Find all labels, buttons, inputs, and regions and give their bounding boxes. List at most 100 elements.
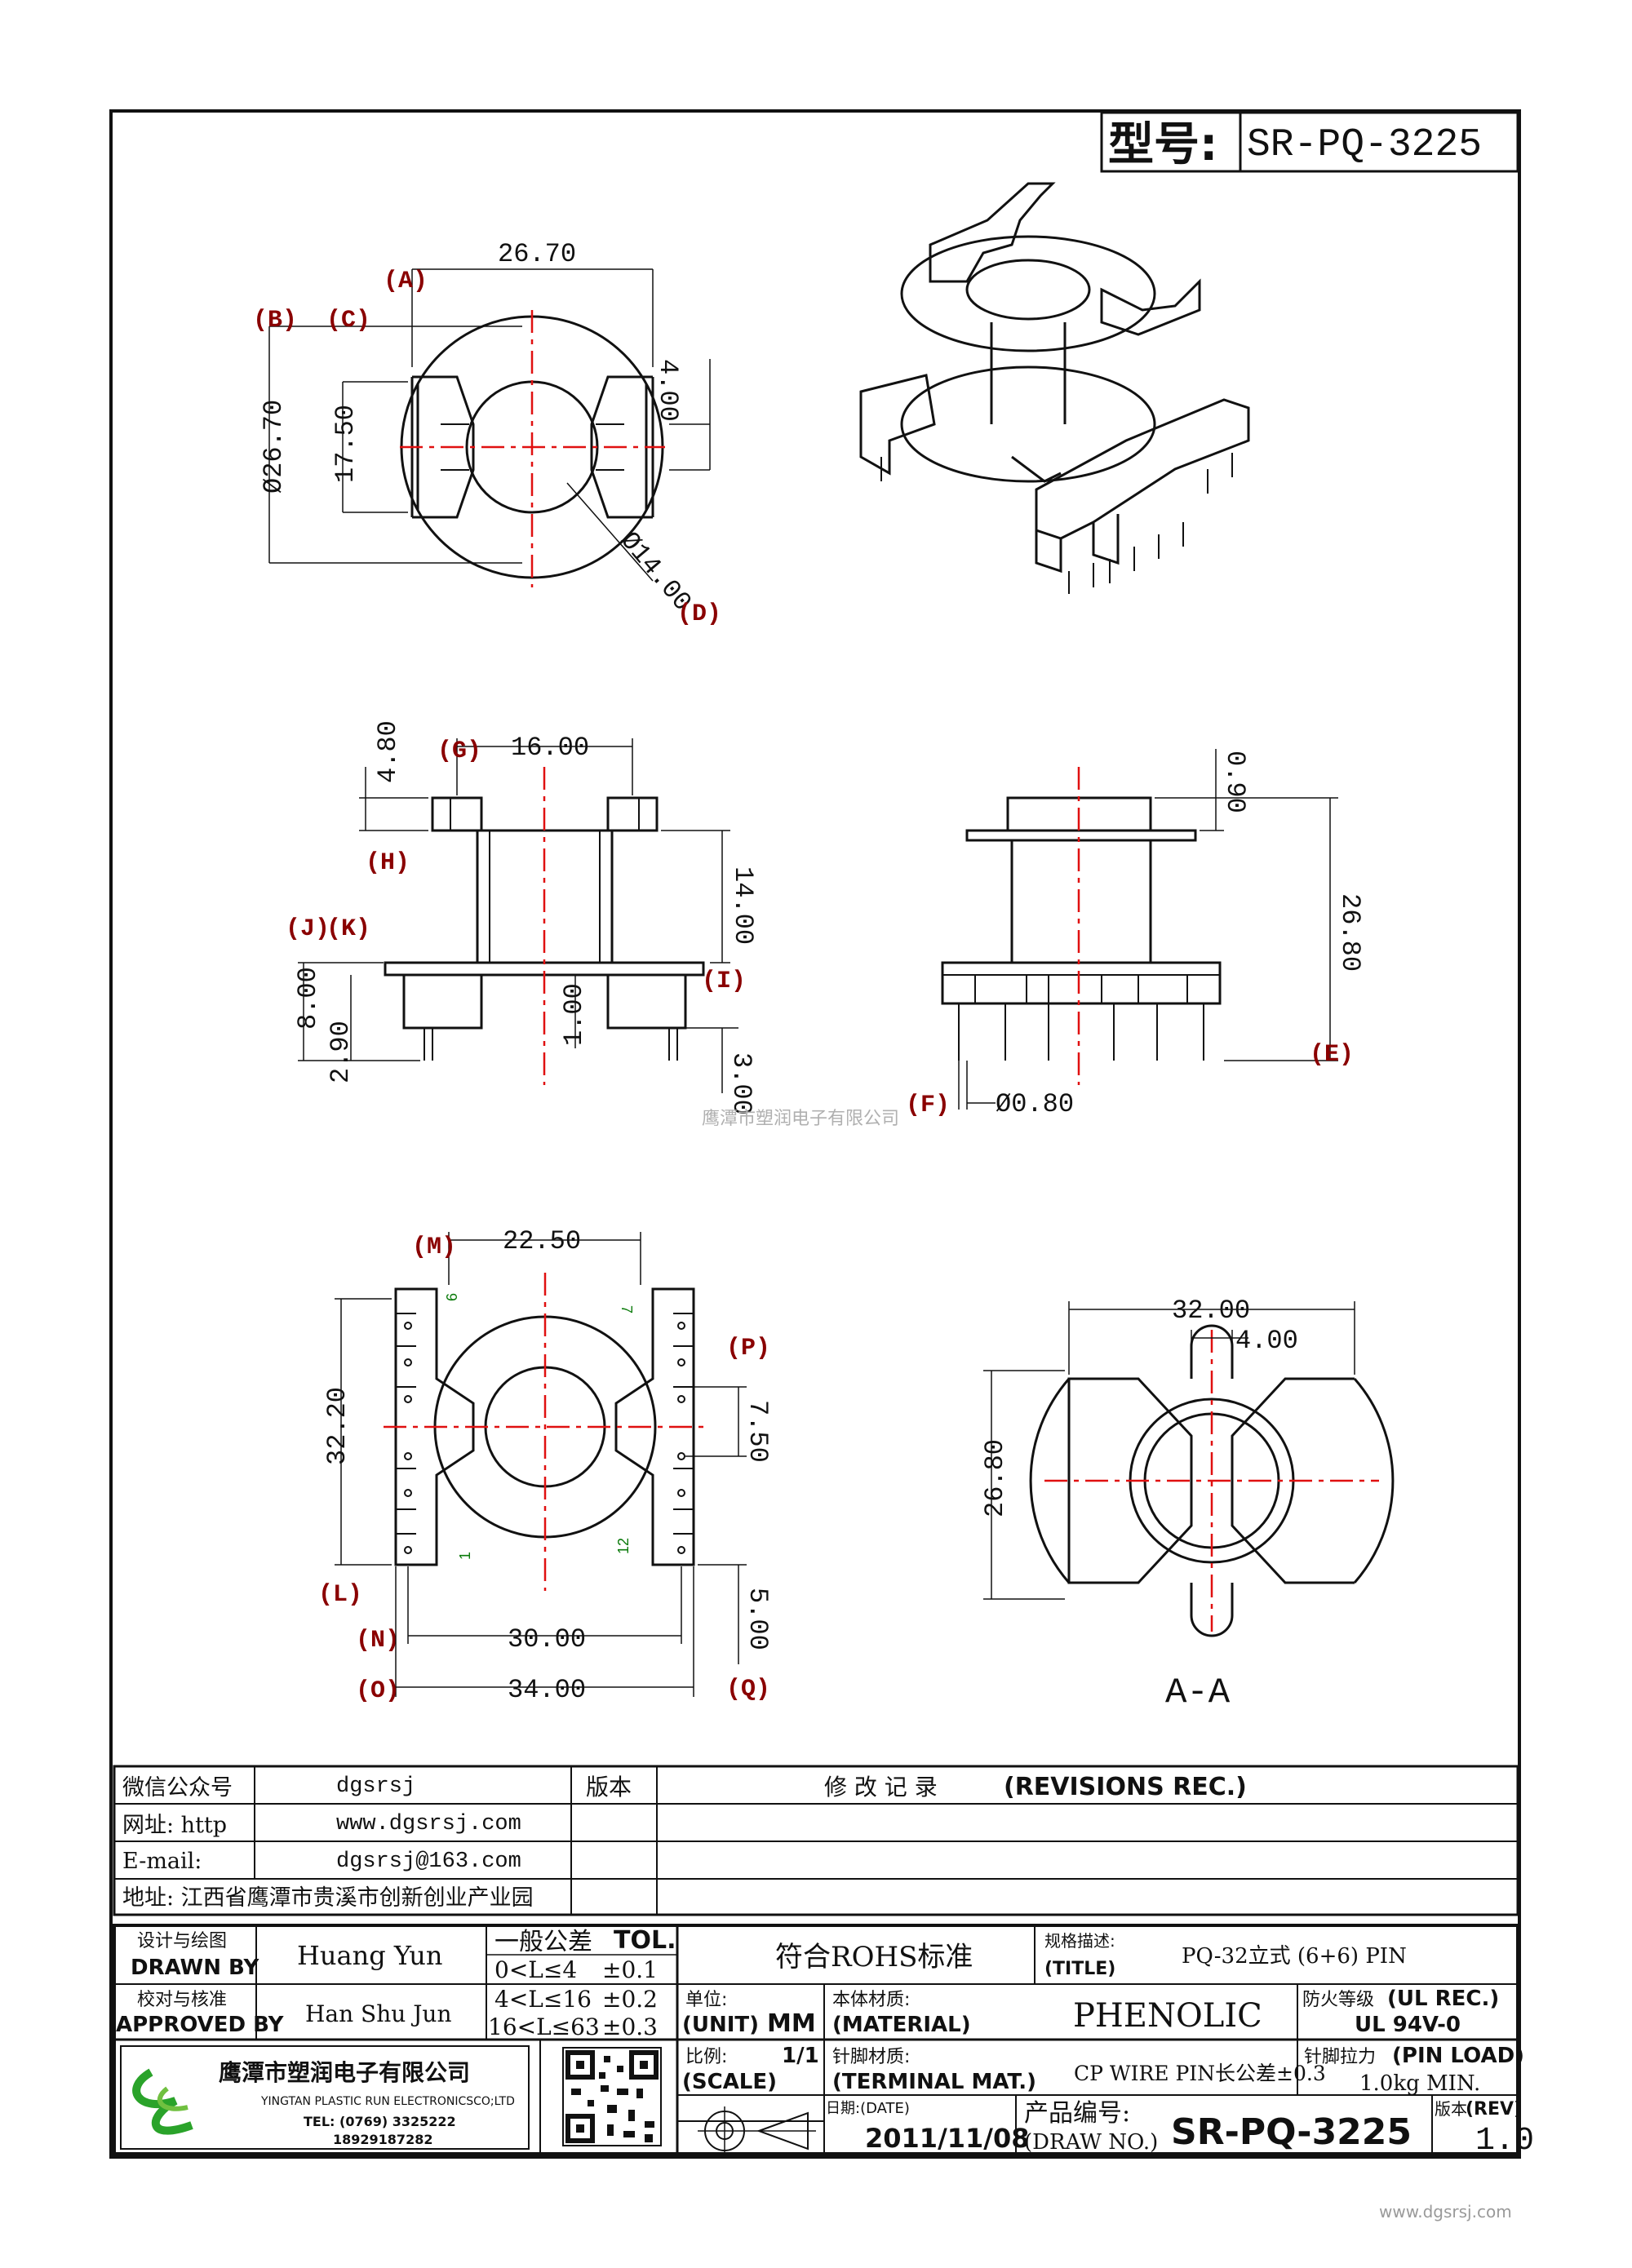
tol-cn: 一般公差 — [494, 1928, 592, 1956]
drawn-by-cn: 设计与绘图 — [137, 1931, 227, 1951]
label-d: (D) — [677, 600, 721, 628]
sheet-border — [109, 109, 1521, 2159]
dim-bottom-top-width: 22.50 — [503, 1226, 581, 1256]
company-tel: TEL: (0769) 3325222 — [304, 2114, 456, 2129]
title-value: PQ-32立式 (6+6) PIN — [1182, 1944, 1407, 1969]
title-en: (TITLE) — [1044, 1959, 1115, 1979]
model-label: 型号: — [1108, 118, 1217, 171]
terminal-cn: 针脚材质: — [832, 2047, 910, 2067]
watermark: 鹰潭市塑润电子有限公司 — [702, 1109, 899, 1129]
bottom-view: 6 7 1 12 22.50 (M) 32.20 (L) 7.50 (P) 30… — [318, 1226, 773, 1705]
company-logo: 鹰潭市塑润电子有限公司 YINGTAN PLASTIC RUN ELECTRON… — [120, 2045, 530, 2150]
company-name-en: YINGTAN PLASTIC RUN ELECTRONICSCO;LTD — [260, 2095, 515, 2108]
pin-label-1: 1 — [457, 1552, 473, 1560]
drawno-cn: 产品编号: — [1024, 2099, 1130, 2128]
material-en: (MATERIAL) — [832, 2013, 971, 2037]
contact-value-email[interactable]: dgsrsj@163.com — [336, 1849, 521, 1874]
label-a: (A) — [384, 268, 428, 295]
contact-value-web[interactable]: www.dgsrsj.com — [336, 1812, 521, 1836]
material-cn: 本体材质: — [832, 1990, 910, 2010]
tol-range-3: 16<L≤63 — [488, 2013, 600, 2040]
dim-edge: 5.00 — [743, 1588, 773, 1650]
label-h: (H) — [366, 849, 410, 877]
date-value: 2011/11/08 — [865, 2123, 1030, 2154]
tol-value-1: ±0.1 — [602, 1956, 658, 1983]
drawno-value: SR-PQ-3225 — [1171, 2111, 1412, 2153]
model-number: SR-PQ-3225 — [1247, 123, 1482, 167]
rev-cn: 版本 — [1435, 2099, 1467, 2119]
unit-en: (UNIT) — [682, 2013, 759, 2037]
dim-body-height: 14.00 — [728, 866, 758, 945]
company-phone: 18929187282 — [333, 2132, 432, 2147]
rev-value: 1.0 — [1475, 2123, 1534, 2159]
approved-en: APPROVED BY — [116, 2013, 285, 2037]
unit-cn: 单位: — [685, 1990, 727, 2010]
tol-value-2: ±0.2 — [602, 1986, 658, 2013]
pin-load-value: 1.0kg MIN. — [1359, 2071, 1480, 2096]
approved-cn: 校对与核准 — [137, 1990, 227, 2010]
dim-pin-length: 8.00 — [293, 967, 323, 1030]
ul-en: (UL REC.) — [1387, 1987, 1499, 2011]
label-c: (C) — [326, 307, 370, 334]
scale-value: 1/1 — [782, 2044, 819, 2068]
model-box: 型号: SR-PQ-3225 — [1100, 111, 1519, 173]
dim-pin-span: 30.00 — [508, 1624, 586, 1654]
dim-top-gap: 0.90 — [1220, 751, 1250, 813]
revisions-header-en: (REVISIONS REC.) — [1004, 1773, 1247, 1801]
date-cn: 日期:(DATE) — [826, 2100, 910, 2117]
footer-url: www.dgsrsj.com — [1379, 2202, 1512, 2221]
dim-pin-short: 2.90 — [326, 1021, 356, 1083]
section-view: 32.00 4.00 26.80 A-A — [980, 1296, 1395, 1713]
dim-pin-dia: Ø0.80 — [996, 1089, 1074, 1119]
tol-range-2: 4<L≤16 — [494, 1986, 592, 2013]
label-o: (O) — [356, 1677, 400, 1705]
qr-code-icon — [562, 2047, 662, 2146]
contact-address: 地址: 江西省鹰潭市贵溪市创新创业产业园 — [122, 1885, 534, 1911]
dim-outer-dia: Ø26.70 — [259, 400, 289, 494]
front-view: 16.00 (G) 4.80 (H) 14.00 (I) 8.00 (J) (K… — [286, 720, 758, 1115]
scale-en: (SCALE) — [682, 2070, 777, 2094]
ul-cn: 防火等级 — [1302, 1990, 1374, 2010]
rev-en: (REV) — [1466, 2099, 1522, 2120]
contact-label-web: 网址: http — [122, 1813, 227, 1838]
dim-pin-tail: 3.00 — [726, 1052, 756, 1115]
contact-table: 微信公众号 dgsrsj 网址: http www.dgsrsj.com E-m… — [113, 1765, 1519, 1916]
terminal-en: (TERMINAL MAT.) — [832, 2070, 1036, 2094]
version-header: 版本 — [586, 1774, 632, 1801]
dim-flange-height: 4.80 — [373, 720, 403, 783]
dim-total-height: 26.80 — [1335, 893, 1365, 972]
unit-value: MM — [767, 2009, 816, 2038]
pin-label-6: 6 — [444, 1293, 460, 1301]
label-k: (K) — [326, 915, 370, 943]
pin-label-12: 12 — [615, 1538, 632, 1554]
rohs-note: 符合ROHS标准 — [775, 1941, 973, 1973]
dim-top-width: 26.70 — [498, 239, 576, 269]
revisions-header: 修 改 记 录 — [824, 1774, 938, 1801]
dim-section-width: 32.00 — [1172, 1296, 1250, 1326]
dim-flange-width: 16.00 — [511, 733, 589, 763]
contact-value-wechat: dgsrsj — [336, 1774, 415, 1799]
scale-cn: 比例: — [685, 2047, 727, 2067]
label-e: (E) — [1310, 1041, 1354, 1069]
material-value: PHENOLIC — [1073, 1997, 1262, 2035]
dim-slot: 4.00 — [653, 359, 683, 422]
label-l: (L) — [318, 1581, 362, 1609]
label-j: (J) — [286, 915, 330, 943]
label-q: (Q) — [726, 1676, 770, 1703]
top-view: 26.70 (A) Ø26.70 (B) 17.50 (C) 4.00 Ø14.… — [253, 239, 721, 628]
dim-bottom-height: 32.20 — [322, 1387, 353, 1465]
approved-name: Han Shu Jun — [305, 2000, 451, 2027]
dim-section-slot: 4.00 — [1235, 1326, 1298, 1356]
drawn-by-en: DRAWN BY — [131, 1956, 259, 1980]
dim-total-width: 34.00 — [508, 1675, 586, 1705]
terminal-value: CP WIRE PIN长公差±0.3 — [1074, 2062, 1326, 2085]
label-b: (B) — [253, 307, 297, 334]
title-cn: 规格描述: — [1044, 1931, 1115, 1951]
section-title: A-A — [1165, 1672, 1231, 1713]
tol-en: TOL. — [614, 1926, 676, 1955]
tol-value-3: ±0.3 — [602, 2013, 658, 2040]
label-p: (P) — [726, 1335, 770, 1362]
label-m: (M) — [412, 1234, 456, 1261]
side-view: 26.80 (E) 0.90 Ø0.80 (F) — [906, 749, 1365, 1119]
